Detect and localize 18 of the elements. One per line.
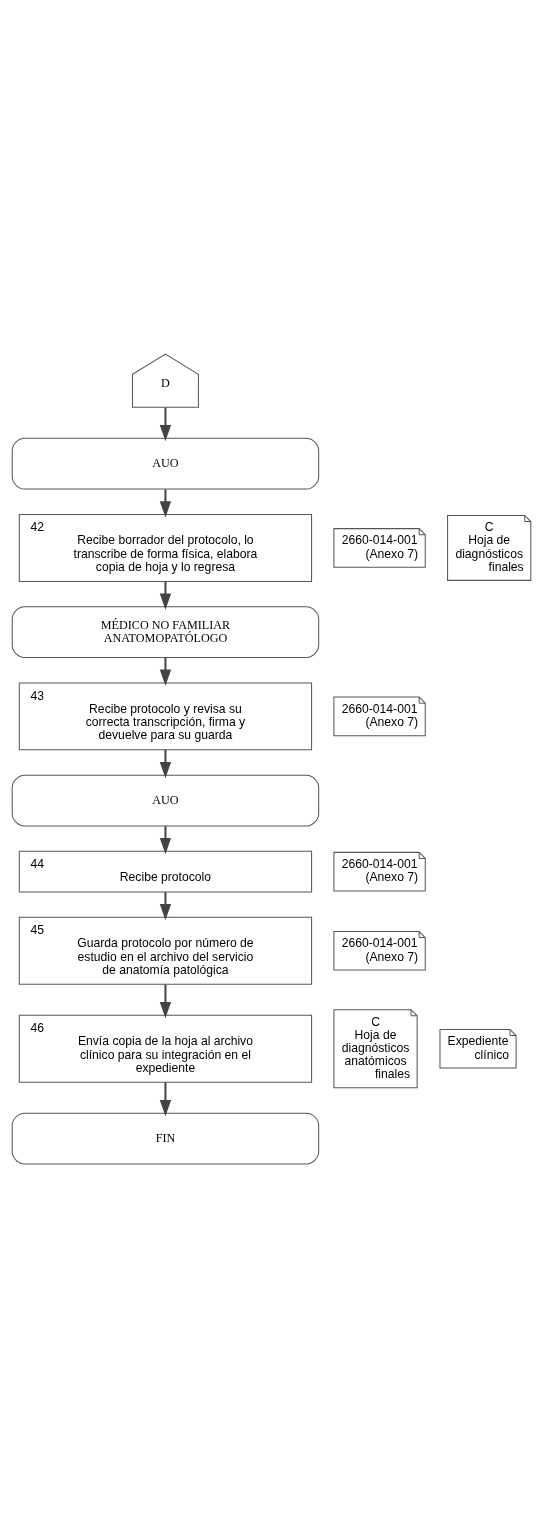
node-box: FIN <box>11 1112 320 1165</box>
node-box: AUO <box>11 774 320 827</box>
node-box: 43 Recibe protocolo y revisa su correcta transcripción, firma y devuelve para su guarda <box>18 682 313 751</box>
arrow <box>159 749 172 779</box>
arrow <box>159 407 172 442</box>
node-box: 44 Recibe protocolo <box>18 850 313 893</box>
arrow <box>159 984 172 1019</box>
node-box: 42 Recibe borrador del protocolo, lo transcribe de forma física, elabora copia de hoja y lo regresa <box>18 513 313 582</box>
arrow <box>159 489 172 518</box>
arrow <box>159 892 172 921</box>
node-box: MÉDICO NO FAMILIAR ANATOMOPATÓLOGO <box>11 606 320 658</box>
arrow <box>159 657 172 686</box>
node-box: AUO <box>11 437 320 490</box>
node-box: 46 Envía copia de la hoja al archivo clínico para su integración en el expediente <box>18 1014 313 1083</box>
node-box: 45 Guarda protocolo por número de estudio en el archivo del servicio de anatomía patológica <box>18 916 313 985</box>
arrow <box>159 826 172 855</box>
arrow <box>159 1082 172 1117</box>
arrow <box>159 581 172 610</box>
